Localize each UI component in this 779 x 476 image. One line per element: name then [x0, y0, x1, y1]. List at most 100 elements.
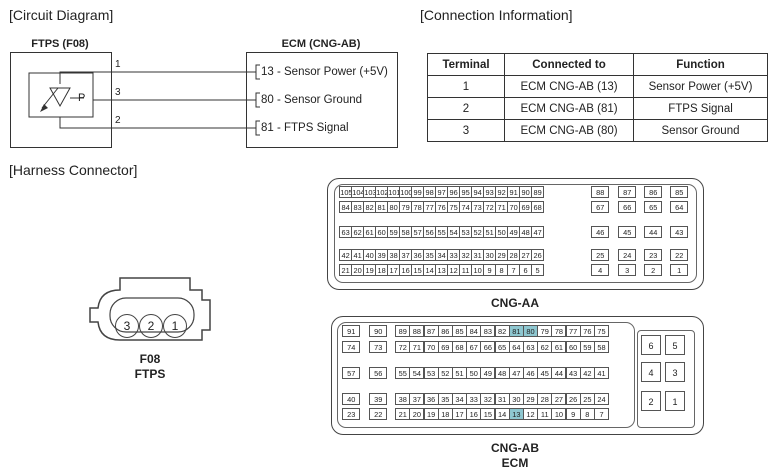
- ftps-title: FTPS (F08): [31, 38, 89, 50]
- connector-pin: 85: [452, 325, 468, 337]
- connector-pin: 52: [471, 226, 484, 238]
- connector-pin: 42: [579, 367, 595, 379]
- connector-pin: 75: [594, 325, 610, 337]
- pin-group: 4: [591, 264, 610, 276]
- connector-pin: 72: [483, 201, 496, 213]
- connector-pin: 24: [594, 393, 610, 405]
- connector-pin: 6: [641, 335, 661, 355]
- pin-group: 65: [644, 201, 663, 213]
- connector-pin: 77: [565, 325, 581, 337]
- connector-pin: 30: [508, 393, 524, 405]
- connector-pin: 102: [375, 186, 388, 198]
- connector-pin: 8: [579, 408, 595, 420]
- connector-pin: 16: [466, 408, 482, 420]
- connector-pin: 11: [537, 408, 553, 420]
- connector-pin: 19: [363, 264, 376, 276]
- connector-pin: 44: [644, 226, 663, 238]
- connector-pin: 23: [644, 249, 663, 261]
- connector-pin: 68: [531, 201, 544, 213]
- connector-pin: 86: [437, 325, 453, 337]
- connector-pin: 66: [618, 201, 637, 213]
- pin-group: 43: [670, 226, 689, 238]
- connector-pin: 74: [342, 341, 361, 353]
- connector-pin: 70: [423, 341, 439, 353]
- connector-pin: 11: [459, 264, 472, 276]
- connector-pin: 83: [480, 325, 496, 337]
- connector-pin: 60: [375, 226, 388, 238]
- ecm-line-sensor-power: 13 - Sensor Power (+5V): [261, 66, 388, 78]
- connector-pin: 80: [387, 201, 400, 213]
- pin-group: 85: [670, 186, 689, 198]
- ecm-line-ftps-signal: 81 - FTPS Signal: [261, 122, 349, 134]
- connector-pin: 37: [409, 393, 425, 405]
- pin-group: 25: [591, 249, 610, 261]
- table-header-row: Terminal Connected to Function: [427, 53, 768, 76]
- connector-pin: 26: [531, 249, 544, 261]
- connector-pin: 103: [363, 186, 376, 198]
- connector-pin: 54: [447, 226, 460, 238]
- ecm-line-sensor-ground: 80 - Sensor Ground: [261, 94, 363, 106]
- connector-pin: 71: [409, 341, 425, 353]
- connector-pin: 81: [375, 201, 388, 213]
- connector-pin: 39: [369, 393, 388, 405]
- table-cell: 2: [427, 97, 505, 120]
- connector-pin: 33: [447, 249, 460, 261]
- connector-pin: 45: [618, 226, 637, 238]
- connector-pin: 81: [508, 325, 524, 337]
- connector-pin: 12: [447, 264, 460, 276]
- cng-ab-label: CNG-AB: [491, 441, 539, 455]
- cng-aa-inner: [334, 184, 697, 283]
- pin-group: 86: [644, 186, 663, 198]
- pin-group: 90: [369, 325, 388, 337]
- connector-pin: 62: [351, 226, 364, 238]
- pin-group: 1: [670, 264, 689, 276]
- table-cell: 3: [427, 119, 505, 142]
- connector-pin: 9: [565, 408, 581, 420]
- connector-pin: 95: [459, 186, 472, 198]
- connector-pin: 7: [594, 408, 610, 420]
- connector-pin: 82: [363, 201, 376, 213]
- connector-pin: 67: [466, 341, 482, 353]
- connector-pin: 18: [437, 408, 453, 420]
- connector-pin: 21: [395, 408, 411, 420]
- connector-pin: 63: [339, 226, 352, 238]
- connector-pin: 27: [551, 393, 567, 405]
- connector-pin: 42: [339, 249, 352, 261]
- connector-pin: 71: [495, 201, 508, 213]
- connector-pin: 90: [519, 186, 532, 198]
- pin-group: 73: [369, 341, 388, 353]
- connector-pin: 56: [423, 226, 436, 238]
- connector-pin: 61: [363, 226, 376, 238]
- table-row: 3 ECM CNG-AB (80) Sensor Ground: [427, 119, 768, 142]
- connector-pin: 69: [437, 341, 453, 353]
- connector-pin: 45: [537, 367, 553, 379]
- connector-pin: 41: [351, 249, 364, 261]
- connector-pin: 50: [466, 367, 482, 379]
- connector-pin: 44: [551, 367, 567, 379]
- connector-pin: 32: [480, 393, 496, 405]
- header-function: Function: [633, 53, 768, 76]
- connector-pin: 12: [523, 408, 539, 420]
- connector-pin: 49: [507, 226, 520, 238]
- connector-pin: 17: [452, 408, 468, 420]
- connector-pin: 37: [399, 249, 412, 261]
- pin-group: 44: [644, 226, 663, 238]
- connector-pin: 59: [579, 341, 595, 353]
- connector-pin: 51: [452, 367, 468, 379]
- harness-connector-title: [Harness Connector]: [9, 162, 138, 178]
- connector-pin: 79: [537, 325, 553, 337]
- table-cell: Sensor Ground: [633, 119, 768, 142]
- pin-group: 22: [670, 249, 689, 261]
- connector-pin: 79: [399, 201, 412, 213]
- ecm-connector-label: ECM: [501, 456, 529, 470]
- connector-pin: 74: [459, 201, 472, 213]
- header-connected-to: Connected to: [504, 53, 634, 76]
- connector-pin: 99: [411, 186, 424, 198]
- connector-pin: 15: [411, 264, 424, 276]
- connector-pin: 87: [423, 325, 439, 337]
- connector-pin: 26: [565, 393, 581, 405]
- connector-pin: 49: [480, 367, 496, 379]
